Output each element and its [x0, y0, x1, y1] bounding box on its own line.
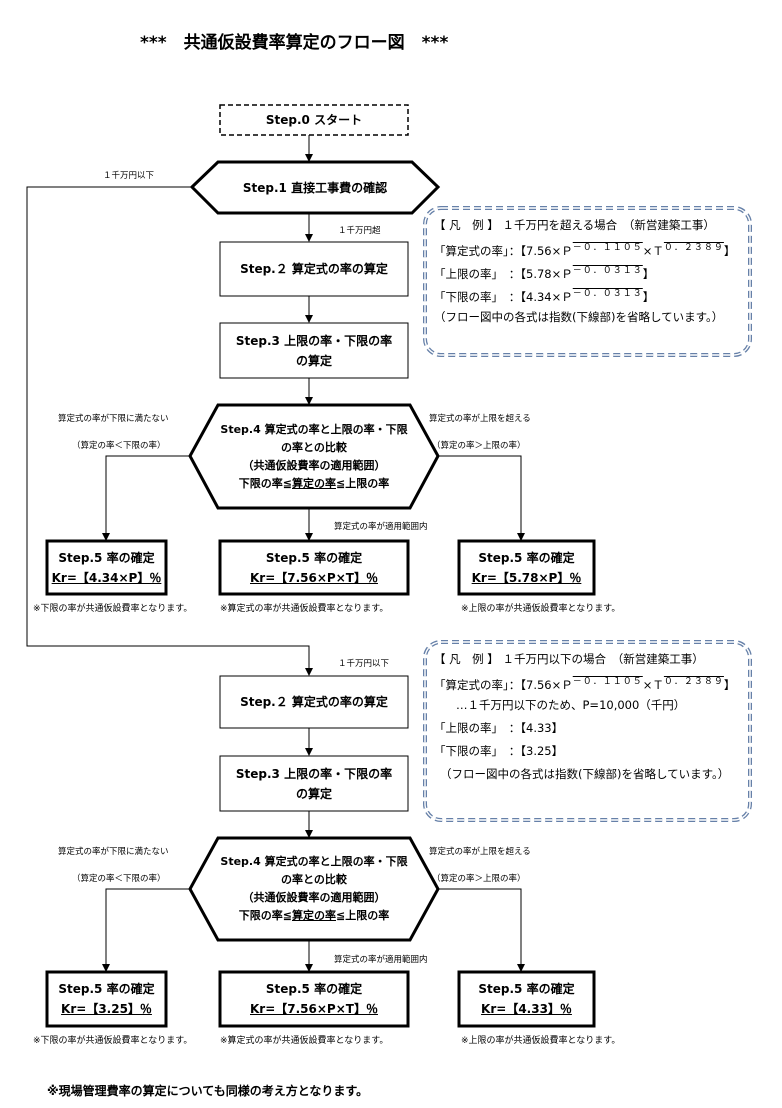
upper-step3-label: Step.3 上限の率・下限の率の算定 [235, 333, 393, 368]
arrow-lstep4-right [438, 888, 525, 972]
lower-note-mid: ※算定式の率が共通仮設費率となります。 [220, 1036, 389, 1046]
step0-box [219, 104, 409, 136]
legend1-frame-inner [424, 207, 751, 356]
legend2-frame-inner [424, 641, 751, 821]
lower-step3-label: Step.3 上限の率・下限の率の算定 [235, 766, 393, 801]
step0-label: Step.0 スタート [265, 113, 363, 127]
upper-res-right-box [457, 539, 596, 596]
step1-label: Step.1 直接工事費の確認 [242, 180, 388, 195]
upper-step2-label: Step.２ 算定式の率の算定 [240, 262, 388, 276]
upper-step4-label: Step.4 算定式の率と上限の率・下限 の率との比較 （共通仮設費率の適用範囲… [220, 422, 408, 490]
lower-label-above-upper-sub: （算定の率＞上限の率） [432, 874, 526, 884]
legend1-footer: （フロー図中の各式は指数(下線部)を省略しています。） [434, 310, 724, 324]
upper-note-right: ※上限の率が共通仮設費率となります。 [461, 604, 621, 614]
legend2-row-upper: 「上限の率」 ：【4.33】 [434, 721, 564, 735]
legend2: 【 凡 例 】 １千万円以下の場合 （新営建築工事） 「算定式の率」：【7.56… [434, 648, 735, 786]
lower-res-mid-box [218, 970, 410, 1028]
lower-step3-box [219, 755, 409, 812]
label-over-10m: １千万円超 [338, 226, 381, 236]
legend1-row-formula: 「算定式の率」：【7.56×Ｐ－０．１１０５×Ｔ０．２３８９】 [434, 243, 736, 258]
lower-step4-label: Step.4 算定式の率と上限の率・下限 の率との比較 （共通仮設費率の適用範囲… [220, 855, 408, 922]
lower-label-in-range: 算定式の率が適用範囲内 [334, 955, 428, 965]
legend1-row-lower: 「下限の率」 ：【4.34×Ｐ－０．０３１３】 [434, 289, 655, 304]
legend2-row-note: …１千万円以下のため、P=10,000（千円） [456, 698, 686, 712]
arrow-lstep4-left [102, 888, 190, 972]
lower-res-right-box [457, 970, 596, 1028]
upper-label-below-lower-sub: （算定の率＜下限の率） [72, 441, 166, 451]
upper-step3-box [219, 322, 409, 379]
arrow-step4-right [438, 455, 525, 541]
legend2-header: 【 凡 例 】 １千万円以下の場合 （新営建築工事） [434, 652, 704, 666]
page-title: *** 共通仮設費率算定のフロー図 *** [140, 33, 449, 53]
legend1-header: 【 凡 例 】 １千万円を超える場合 （新営建築工事） [434, 218, 715, 232]
lower-label-below-lower: 算定式の率が下限に満たない [58, 847, 169, 857]
legend2-footer: （フロー図中の各式は指数(下線部)を省略しています。） [440, 767, 730, 781]
upper-label-below-lower: 算定式の率が下限に満たない [58, 414, 169, 424]
lower-label-below-lower-sub: （算定の率＜下限の率） [72, 874, 166, 884]
label-under-10m: １千万円以下 [103, 171, 155, 181]
footnote: ※現場管理費率の算定についても同様の考え方となります。 [47, 1084, 369, 1098]
upper-res-left-box [45, 539, 168, 596]
upper-res-mid-box [218, 539, 410, 596]
upper-note-mid: ※算定式の率が共通仮設費率となります。 [220, 604, 389, 614]
upper-label-in-range: 算定式の率が適用範囲内 [334, 522, 428, 532]
lower-note-left: ※下限の率が共通仮設費率となります。 [33, 1036, 193, 1046]
lower-note-right: ※上限の率が共通仮設費率となります。 [461, 1036, 621, 1046]
arrow-bypass [26, 186, 313, 676]
lower-res-left-box [45, 970, 168, 1028]
upper-label-above-upper-sub: （算定の率＞上限の率） [432, 441, 526, 451]
legend1: 【 凡 例 】 １千万円を超える場合 （新営建築工事） 「算定式の率」：【7.5… [434, 214, 735, 329]
lower-step2-box [219, 675, 409, 729]
upper-note-left: ※下限の率が共通仮設費率となります。 [33, 604, 193, 614]
lower-label-above-upper: 算定式の率が上限を超える [429, 847, 531, 857]
arrow-step4-left [102, 455, 190, 541]
legend2-row-lower: 「下限の率」 ：【3.25】 [434, 744, 564, 758]
legend1-row-upper: 「上限の率」 ：【5.78×Ｐ－０．０３１３】 [434, 266, 655, 281]
legend2-row-formula: 「算定式の率」：【7.56×Ｐ－０．１１０５×Ｔ０．２３８９】 [434, 677, 736, 692]
step1-hexagon [189, 160, 441, 215]
upper-label-above-upper: 算定式の率が上限を超える [429, 414, 531, 424]
label-under-10m-2: １千万円以下 [338, 659, 390, 669]
lower-step2-label: Step.２ 算定式の率の算定 [240, 695, 388, 709]
upper-step2-box [219, 241, 409, 297]
